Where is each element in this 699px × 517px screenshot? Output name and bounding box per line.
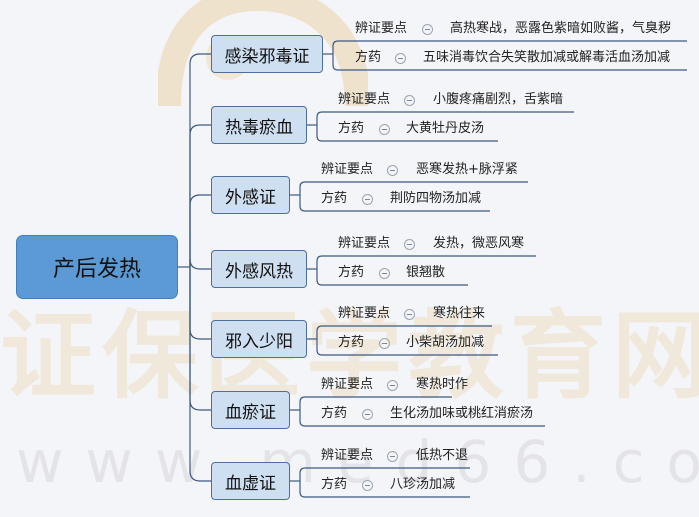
- collapse-icon[interactable]: [387, 451, 398, 462]
- connector-line: [316, 269, 323, 286]
- category-label: 血瘀证: [225, 402, 276, 423]
- category-label: 热毒瘀血: [225, 117, 293, 138]
- category-label: 邪入少阳: [225, 331, 293, 352]
- collapse-icon[interactable]: [404, 309, 415, 320]
- connector-line: [299, 481, 306, 498]
- key-label: 辨证要点: [321, 162, 374, 177]
- connector-line: [299, 410, 306, 427]
- connector-line: [189, 53, 211, 267]
- collapse-icon[interactable]: [387, 165, 398, 176]
- rx-value: 荆防四物汤加减: [390, 191, 482, 206]
- collapse-icon[interactable]: [362, 194, 373, 205]
- key-value: 寒热时作: [416, 377, 469, 392]
- connector-line: [299, 195, 306, 212]
- collapse-icon[interactable]: [387, 380, 398, 391]
- key-value: 恶寒发热+脉浮紧: [416, 162, 518, 177]
- collapse-icon[interactable]: [362, 480, 373, 491]
- category-label: 外感风热: [225, 261, 293, 282]
- rx-value: 银翘散: [406, 265, 446, 280]
- rx-label: 方药: [321, 477, 348, 492]
- category-node[interactable]: 感染邪毒证: [211, 35, 323, 73]
- category-node[interactable]: 血瘀证: [211, 391, 290, 429]
- rx-value: 八珍汤加减: [390, 477, 456, 492]
- connector-line: [189, 267, 211, 482]
- connector-line: [189, 124, 211, 267]
- category-node[interactable]: 外感证: [211, 176, 290, 214]
- connector-line: [299, 467, 306, 481]
- rx-label: 方药: [321, 191, 348, 206]
- key-label: 辨证要点: [355, 21, 408, 36]
- rx-label: 方药: [338, 335, 365, 350]
- key-value: 寒热往来: [433, 306, 486, 321]
- rx-value: 大黄牡丹皮汤: [406, 121, 485, 136]
- connector-line: [316, 111, 323, 125]
- key-label: 辨证要点: [338, 92, 391, 107]
- connector-line: [316, 255, 323, 269]
- rx-value: 小柴胡汤加减: [406, 335, 485, 350]
- connector-line: [189, 194, 211, 267]
- connector-line: [316, 325, 323, 339]
- connector-line: [332, 54, 339, 71]
- category-node[interactable]: 邪入少阳: [211, 320, 307, 358]
- collapse-icon[interactable]: [379, 338, 390, 349]
- collapse-icon[interactable]: [379, 268, 390, 279]
- root-label: 产后发热: [52, 257, 141, 282]
- key-label: 辨证要点: [338, 236, 391, 251]
- rx-label: 方药: [338, 265, 365, 280]
- connector-line: [299, 181, 306, 195]
- collapse-icon[interactable]: [422, 24, 433, 35]
- connector-line: [189, 267, 211, 340]
- collapse-icon[interactable]: [404, 239, 415, 250]
- collapse-icon[interactable]: [362, 409, 373, 420]
- rx-value: 五味消毒饮合失笑散加减或解毒活血汤加减: [423, 50, 671, 65]
- category-node[interactable]: 外感风热: [211, 250, 307, 288]
- rx-value: 生化汤加味或桃红消瘀汤: [390, 406, 534, 421]
- connector-line: [299, 396, 306, 410]
- connector-line: [316, 125, 323, 142]
- rx-label: 方药: [321, 406, 348, 421]
- collapse-icon[interactable]: [404, 95, 415, 106]
- key-label: 辨证要点: [321, 448, 374, 463]
- key-value: 高热寒战，恶露色紫暗如败酱，气臭秽: [450, 21, 672, 36]
- category-node[interactable]: 热毒瘀血: [211, 106, 307, 144]
- connector-line: [189, 258, 211, 270]
- root-node[interactable]: 产后发热: [16, 235, 178, 299]
- key-label: 辨证要点: [338, 306, 391, 321]
- category-label: 外感证: [225, 187, 276, 208]
- category-node[interactable]: 血虚证: [211, 462, 290, 500]
- rx-label: 方药: [338, 121, 365, 136]
- connector-line: [332, 40, 339, 54]
- connector-line: [316, 339, 323, 356]
- key-value: 小腹疼痛剧烈，舌紫暗: [433, 92, 564, 107]
- key-label: 辨证要点: [321, 377, 374, 392]
- key-value: 低热不退: [416, 448, 469, 463]
- key-value: 发热，微恶风寒: [433, 236, 525, 251]
- rx-label: 方药: [355, 50, 382, 65]
- collapse-icon[interactable]: [379, 124, 390, 135]
- collapse-icon[interactable]: [395, 53, 406, 64]
- category-label: 血虚证: [225, 473, 276, 494]
- category-label: 感染邪毒证: [224, 46, 310, 67]
